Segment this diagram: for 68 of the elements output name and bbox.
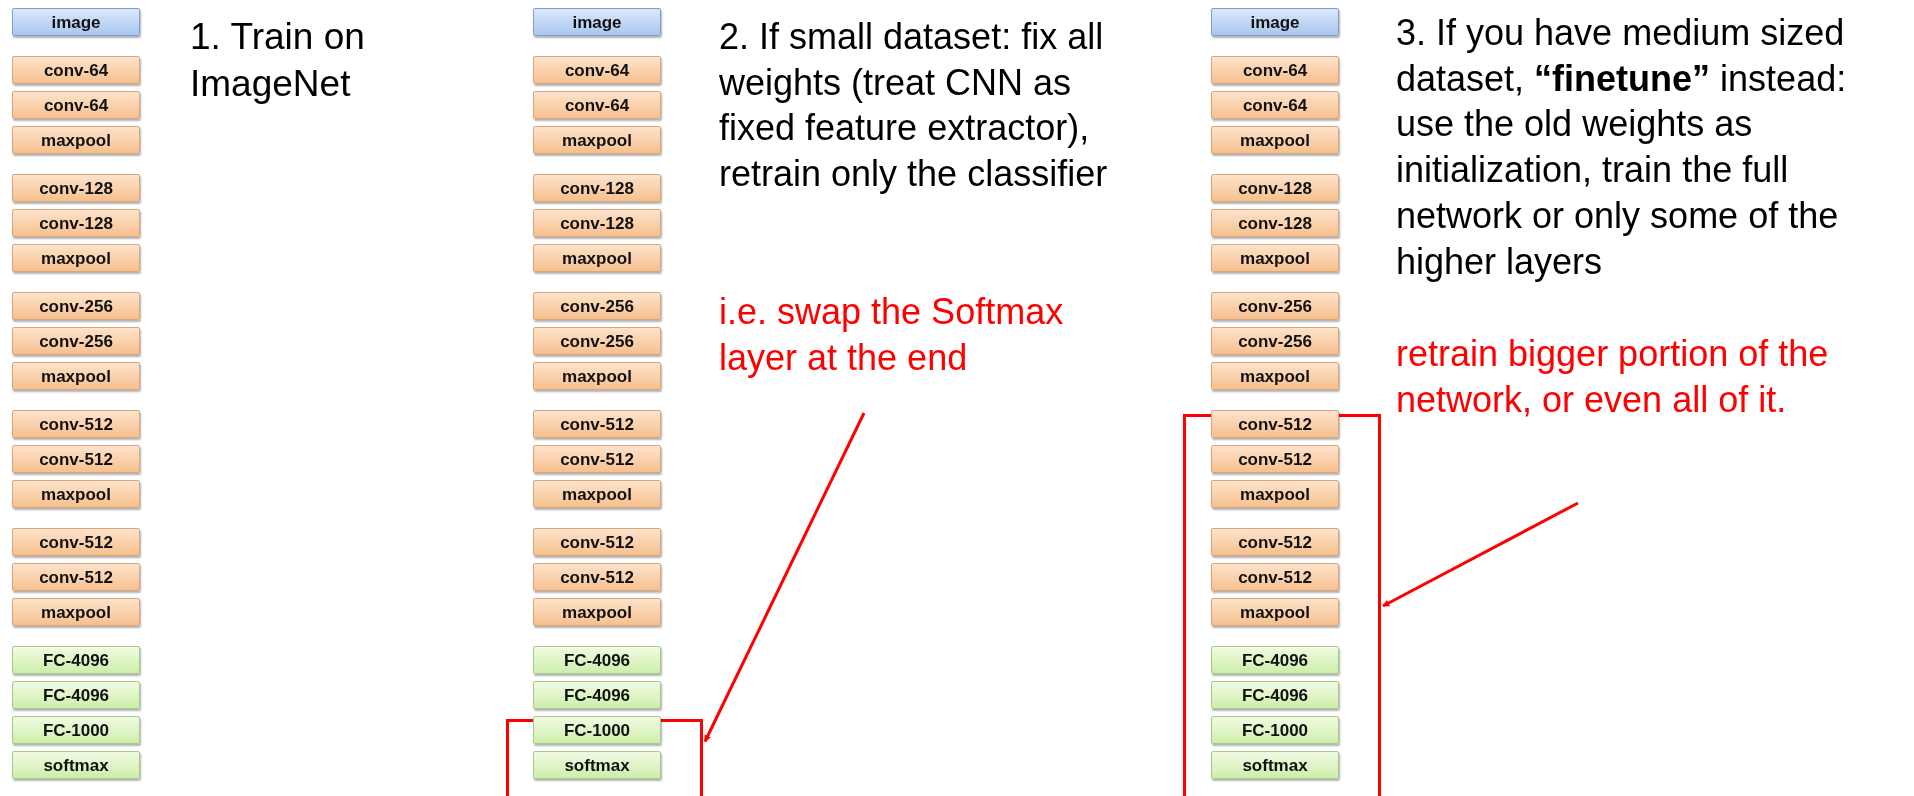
layer-box: image: [1211, 8, 1339, 36]
layer-box: maxpool: [533, 598, 661, 626]
layer-box: conv-512: [12, 410, 140, 438]
layer-box: FC-4096: [533, 681, 661, 709]
layer-box: conv-512: [533, 563, 661, 591]
layer-box: conv-128: [1211, 209, 1339, 237]
note-text: retrain bigger portion of the network, or even all of it.: [1396, 332, 1830, 422]
layer-box: conv-64: [12, 56, 140, 84]
layer-box: conv-128: [1211, 174, 1339, 202]
layer-box: conv-256: [1211, 292, 1339, 320]
layer-box: conv-512: [533, 445, 661, 473]
layer-box: maxpool: [533, 480, 661, 508]
layer-box: FC-4096: [1211, 646, 1339, 674]
layer-box: conv-512: [1211, 445, 1339, 473]
layer-box: FC-1000: [1211, 716, 1339, 744]
pointer-arrow: [703, 412, 866, 743]
layer-box: maxpool: [12, 244, 140, 272]
layer-box: conv-128: [533, 174, 661, 202]
layer-box: maxpool: [12, 598, 140, 626]
layer-box: image: [12, 8, 140, 36]
layer-box: conv-512: [533, 410, 661, 438]
layer-box: conv-256: [533, 327, 661, 355]
layer-box: conv-512: [1211, 410, 1339, 438]
layer-box: FC-1000: [12, 716, 140, 744]
layer-box: maxpool: [1211, 598, 1339, 626]
layer-box: FC-4096: [12, 646, 140, 674]
layer-box: conv-64: [533, 56, 661, 84]
layer-box: FC-4096: [533, 646, 661, 674]
layer-box: softmax: [533, 751, 661, 779]
layer-box: conv-256: [12, 292, 140, 320]
layer-box: maxpool: [12, 362, 140, 390]
layer-box: conv-256: [1211, 327, 1339, 355]
layer-box: maxpool: [533, 244, 661, 272]
note-text: i.e. swap the Softmax layer at the end: [719, 290, 1065, 380]
layer-box: conv-512: [12, 528, 140, 556]
layer-box: conv-128: [533, 209, 661, 237]
layer-box: conv-512: [1211, 563, 1339, 591]
layer-box: conv-64: [12, 91, 140, 119]
step-text: 2. If small dataset: fix all weights (treat CNN as fixed feature extractor), retrain only the classifier: [719, 15, 1109, 197]
layer-box: conv-512: [1211, 528, 1339, 556]
layer-box: FC-4096: [1211, 681, 1339, 709]
layer-box: maxpool: [1211, 362, 1339, 390]
highlight-frame: [506, 719, 703, 796]
step-text: 3. If you have medium sized dataset, “finetune” instead: use the old weights as initialization, train the full network or only some of the higher layers: [1396, 11, 1848, 284]
layer-box: conv-64: [533, 91, 661, 119]
layer-box: FC-4096: [12, 681, 140, 709]
layer-box: maxpool: [1211, 480, 1339, 508]
layer-box: conv-512: [12, 445, 140, 473]
layer-box: image: [533, 8, 661, 36]
layer-box: conv-512: [533, 528, 661, 556]
layer-box: maxpool: [12, 126, 140, 154]
step-text: 1. Train on ImageNet: [190, 15, 366, 106]
layer-box: softmax: [1211, 751, 1339, 779]
layer-box: FC-1000: [533, 716, 661, 744]
pointer-arrow: [1382, 501, 1579, 608]
layer-box: softmax: [12, 751, 140, 779]
layer-box: maxpool: [533, 362, 661, 390]
layer-box: maxpool: [1211, 244, 1339, 272]
layer-box: conv-512: [12, 563, 140, 591]
layer-box: conv-128: [12, 174, 140, 202]
layer-box: conv-64: [1211, 91, 1339, 119]
layer-box: conv-256: [12, 327, 140, 355]
layer-box: maxpool: [12, 480, 140, 508]
layer-box: conv-64: [1211, 56, 1339, 84]
layer-box: maxpool: [1211, 126, 1339, 154]
layer-box: conv-256: [533, 292, 661, 320]
layer-box: conv-128: [12, 209, 140, 237]
layer-box: maxpool: [533, 126, 661, 154]
